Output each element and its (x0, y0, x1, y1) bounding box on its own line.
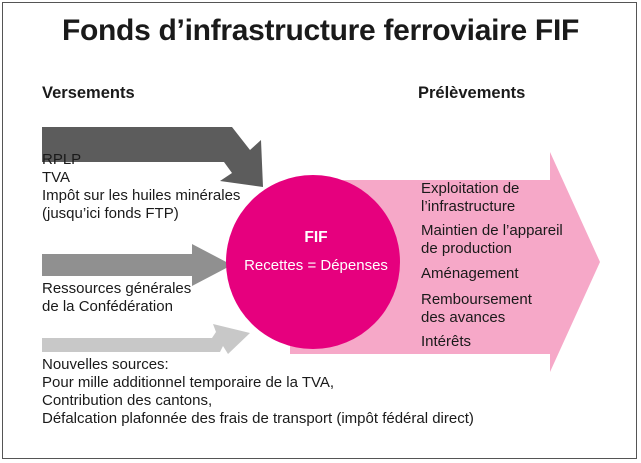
use-line: Maintien de l’appareil (421, 222, 563, 239)
source-line: Défalcation plafonnée des frais de trans… (42, 410, 474, 427)
source-line: Ressources générales (42, 280, 192, 297)
source-line: Impôt sur les huiles minérales (42, 187, 241, 204)
source-group-1: RPLP TVA Impôt sur les huiles minérales … (42, 151, 240, 223)
use-line: de production (421, 240, 512, 257)
use-item-maintien: Maintien de l’appareil de production (421, 222, 563, 258)
source-line: Pour mille additionnel temporaire de la … (42, 374, 335, 391)
source-line: (jusqu’ici fonds FTP) (42, 205, 179, 222)
prelevements-heading: Prélèvements (418, 84, 526, 102)
source-line: TVA (42, 169, 71, 186)
fif-label: FIF (304, 229, 328, 246)
page-title: Fonds d’infrastructure ferroviaire FIF (61, 14, 580, 47)
use-line: Intérêts (421, 333, 472, 350)
use-item-exploitation: Exploitation de l’infrastructure (421, 180, 519, 216)
use-line: l’infrastructure (421, 198, 516, 215)
use-line: des avances (421, 309, 506, 326)
use-item-remboursement: Remboursement des avances (421, 291, 532, 327)
use-line: Exploitation de (421, 180, 520, 197)
fif-subtitle: Recettes = Dépenses (244, 257, 388, 274)
input-arrow-2 (42, 244, 232, 286)
versements-heading: Versements (42, 84, 135, 102)
fif-circle (226, 175, 400, 349)
use-line: Remboursement (421, 291, 532, 308)
use-item-interets: Intérêts (421, 333, 471, 351)
source-line: de la Confédération (42, 298, 173, 315)
source-line: Nouvelles sources: (42, 356, 169, 373)
input-arrow-1 (42, 127, 263, 187)
source-line: RPLP (42, 151, 82, 168)
source-group-2: Ressources générales de la Confédération (42, 280, 191, 316)
use-line: Aménagement (421, 265, 519, 282)
use-item-amenagement: Aménagement (421, 265, 519, 283)
input-arrow-3 (42, 324, 250, 354)
source-group-3: Nouvelles sources: Pour mille additionne… (42, 356, 474, 428)
source-line: Contribution des cantons, (42, 392, 213, 409)
